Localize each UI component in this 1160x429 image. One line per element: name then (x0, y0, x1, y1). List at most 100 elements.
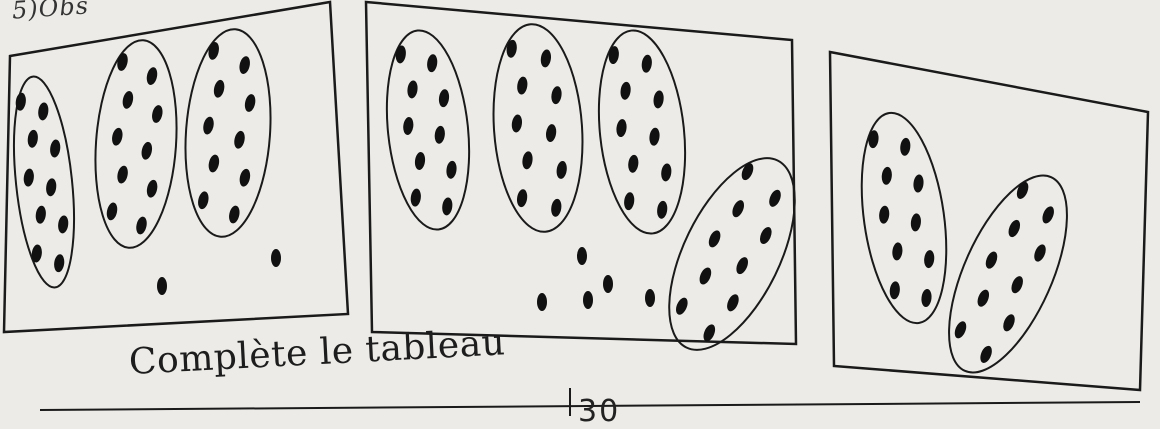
panel-3-group-1-dot (899, 137, 911, 156)
panel-1-group-2-dot (145, 66, 159, 86)
panel-2-group-4-dot (701, 323, 717, 343)
panel-1-loose-dot-1 (157, 277, 167, 295)
panel-2-group-1-dot (406, 80, 418, 99)
panel-1-group-2-dot (111, 127, 125, 147)
panel-1-group-1-dot (49, 139, 61, 158)
panel-3-group-2-dot (1040, 205, 1056, 225)
panel-1-group-1-dot (45, 178, 57, 197)
panel-2-group-3-dot (615, 119, 627, 138)
panel-2-group-4-dot (758, 225, 774, 245)
panel-2-group-1-dot (434, 125, 446, 144)
panel-3-group-2-dot (1015, 180, 1031, 200)
panel-1-group-3-dot (202, 116, 216, 136)
panel-3-group-2-dot (952, 320, 968, 340)
panel-2-group-2-dot (516, 76, 528, 95)
panel-1-group-2-dot (116, 165, 130, 185)
panel-2-group-4-dot (674, 296, 690, 316)
panel-2-group-2-dot (550, 198, 562, 217)
panel-2-group-4-dot (725, 293, 741, 313)
table-cell-text: 30 (578, 394, 620, 429)
panel-1-frame (4, 2, 348, 332)
panel-2-group-1 (378, 26, 478, 233)
panel-3-group-1-dot (910, 213, 922, 232)
panel-2-group-1-dot (426, 54, 438, 73)
panel-2-group-2-dot (521, 151, 533, 170)
panel-3-group-1-dot (878, 205, 890, 224)
panel-1-group-3-dot (228, 205, 242, 225)
panel-1-group-1-dot (23, 168, 35, 187)
panel-1-group-3-dot (238, 55, 252, 75)
panel-2-group-2-dot (540, 49, 552, 68)
panel-3-group-1-dot (891, 242, 903, 261)
panel-2-group-3-dot (641, 54, 653, 73)
panel-3-frame (830, 52, 1148, 390)
panel-3-group-2-dot (975, 288, 991, 308)
panel-2-group-2-dot (511, 114, 523, 133)
panel-2-group-3-dot (648, 127, 660, 146)
panel-3-group-1-dot (913, 174, 925, 193)
panel-3-group-1-dot (881, 166, 893, 185)
panel-1-group-3-dot (207, 41, 221, 61)
panel-2-loose-dot-5 (645, 289, 655, 307)
panel-3-group-2-dot (978, 344, 994, 364)
panel-2-group-1-dot (438, 89, 450, 108)
panel-2-group-2 (487, 21, 589, 235)
panel-1-group-3 (179, 26, 277, 239)
panel-1-group-2-dot (105, 202, 119, 222)
panel-2-group-3-dot (608, 46, 620, 65)
panel-1-group-3-dot (212, 79, 226, 99)
panel-3-group-1-dot (923, 250, 935, 269)
panel-1-group-1-dot (27, 129, 39, 148)
panel-2-group-2-dot (550, 86, 562, 105)
panel-2-loose-dot-2 (603, 275, 613, 293)
panel-2-group-4-dot (739, 161, 755, 181)
panel-2-group-1-dot (410, 188, 422, 207)
panel-2-group-4-dot (697, 266, 713, 286)
panel-2-group-3 (590, 26, 695, 238)
panel-2-group-4-dot (730, 198, 746, 218)
panel-2-group-3-dot (627, 154, 639, 173)
panel-2-group-1-dot (395, 45, 407, 64)
panel-1-group-3-dot (207, 154, 221, 174)
panel-3-group-2-dot (983, 250, 999, 270)
panel-1-group-3-dot (197, 190, 211, 210)
panel-1-group-3-dot (238, 168, 252, 188)
panel-2-loose-dot-3 (537, 293, 547, 311)
panel-2-group-2-dot (555, 160, 567, 179)
panel-3-group-1-dot (889, 281, 901, 300)
panel-2-group-2-dot (516, 189, 528, 208)
panel-2-group-3-dot (653, 90, 665, 109)
panel-1-group-2-dot (121, 90, 135, 110)
panel-1-group-2-dot (135, 216, 149, 236)
panel-1-group-2-dot (151, 104, 165, 124)
panel-1-group-1-dot (35, 205, 47, 224)
panel-1-group-1-dot (53, 254, 65, 273)
panel-1-group-2-dot (116, 52, 130, 72)
panel-2-group-4-dot (767, 188, 783, 208)
panel-3-group-2 (925, 159, 1092, 388)
panel-1-group-1-dot (37, 102, 49, 121)
panel-1-loose-dot-2 (271, 249, 281, 267)
panel-2-group-1-dot (445, 160, 457, 179)
panel-3-group-1-dot (921, 289, 933, 308)
worksheet-page: 5)Obs Complète le tableau 30 (0, 0, 1160, 416)
panel-2-group-3-dot (620, 81, 632, 100)
panel-1-group-3-dot (243, 93, 257, 113)
panel-1-group-2-dot (140, 141, 154, 161)
panel-2-loose-dot-4 (583, 291, 593, 309)
panel-2-group-3-dot (660, 163, 672, 182)
panel-3-group-2-dot (1006, 218, 1022, 238)
panel-2-group-2-dot (545, 123, 557, 142)
panel-1-group-1-dot (57, 215, 69, 234)
panel-3-group-2-dot (1032, 243, 1048, 263)
panel-2-group-1-dot (414, 151, 426, 170)
panel-2-group-1-dot (441, 197, 453, 216)
panel-1-group-2-dot (145, 179, 159, 199)
panel-1-group-2 (89, 37, 183, 250)
panel-2-loose-dot-1 (577, 247, 587, 265)
panel-2-group-3-dot (656, 200, 668, 219)
panel-2-group-1-dot (402, 116, 414, 135)
panel-2-group-4-dot (734, 255, 750, 275)
panel-2-group-4-dot (706, 229, 722, 249)
panel-1-group-3-dot (233, 130, 247, 150)
